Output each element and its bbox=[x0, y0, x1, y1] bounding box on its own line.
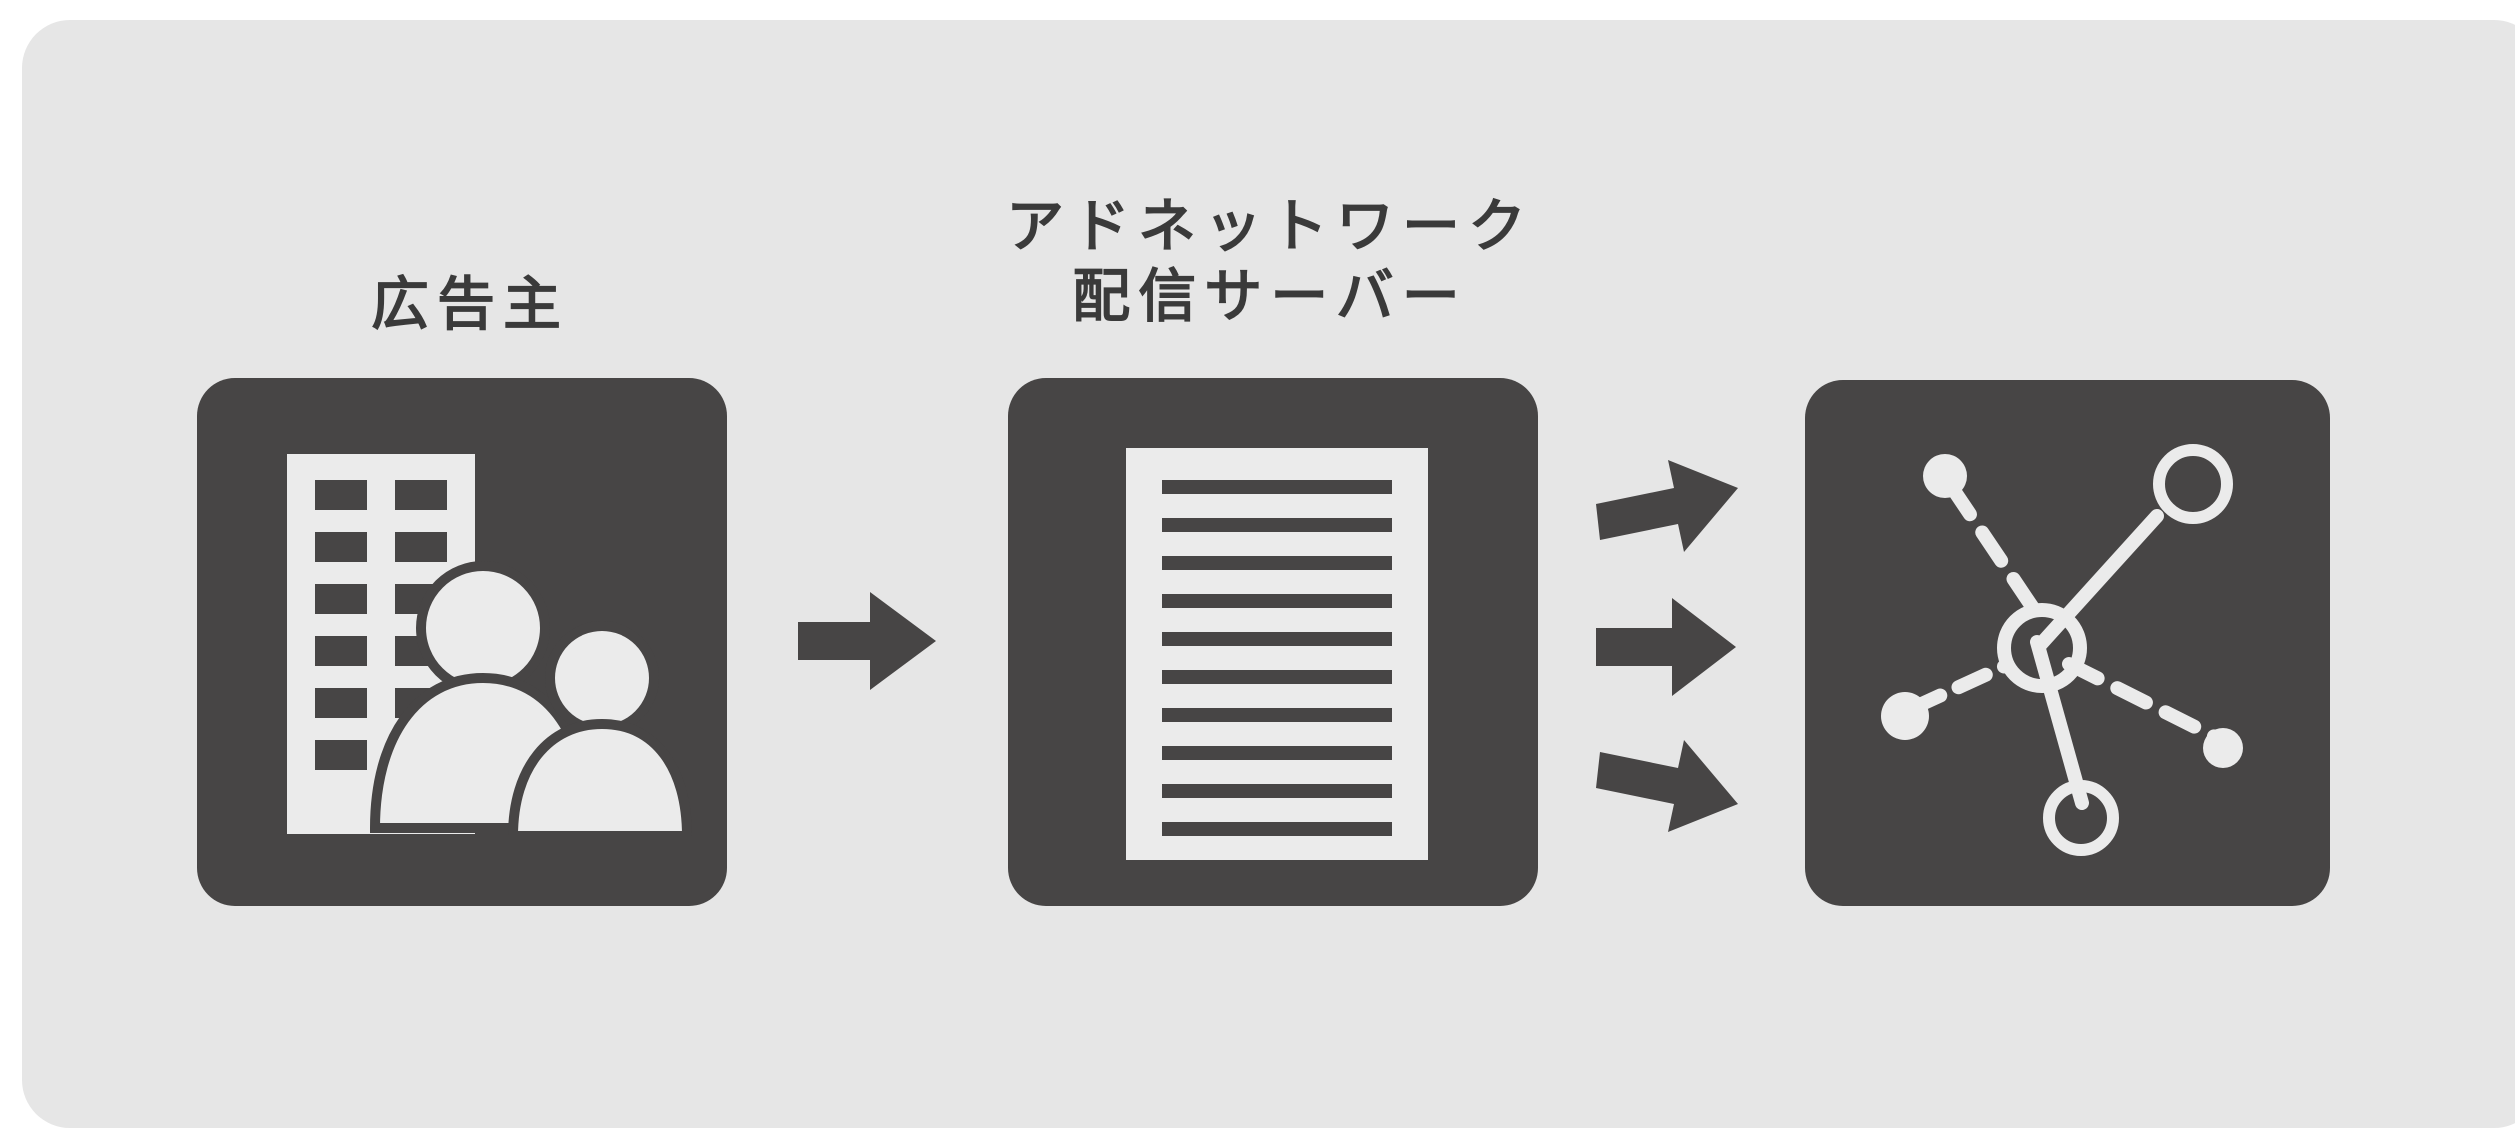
advertiser-building-people-icon bbox=[287, 454, 693, 841]
arrow-right-icon-2 bbox=[1596, 598, 1736, 696]
arrow-down-right-icon bbox=[1596, 740, 1738, 832]
advertiser-node bbox=[197, 378, 727, 906]
ad-server-label-line-2: 配信サーバー bbox=[1072, 261, 1468, 330]
ad-server-label-line-1: アドネットワーク bbox=[1005, 192, 1534, 260]
arrow-up-right-icon bbox=[1596, 460, 1738, 552]
network-nodes-icon bbox=[1881, 444, 2243, 856]
arrow-right-icon bbox=[798, 592, 936, 690]
ad-server-document-icon bbox=[1126, 448, 1428, 860]
advertiser-label: 広告主 bbox=[370, 270, 569, 338]
ad-server-label: アドネットワーク 配信サーバー bbox=[960, 192, 1580, 331]
network-node bbox=[1805, 380, 2330, 906]
ad-server-node bbox=[1008, 378, 1538, 906]
